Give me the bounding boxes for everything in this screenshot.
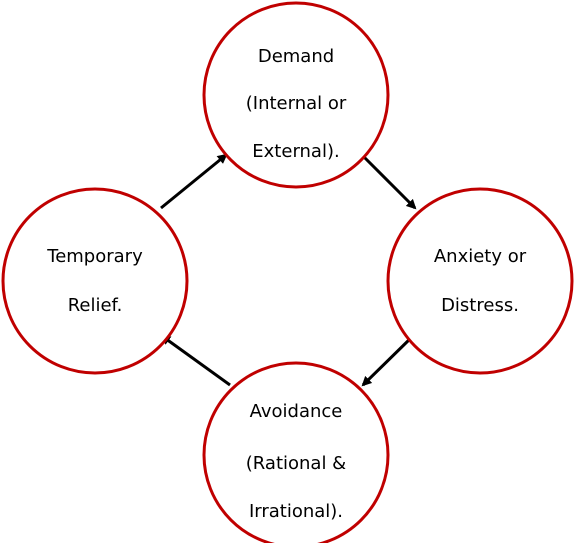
node-demand-line-2: (Internal or bbox=[246, 93, 347, 114]
node-demand-line-3: External). bbox=[252, 141, 339, 162]
node-anxiety-circle bbox=[386, 187, 574, 375]
node-avoidance-circle bbox=[202, 361, 390, 543]
node-avoidance-line-1: Avoidance bbox=[250, 401, 343, 422]
node-relief-circle bbox=[1, 187, 189, 375]
arrows bbox=[160, 153, 417, 387]
node-demand: Demand (Internal or External). bbox=[202, 1, 390, 189]
arrow-avoidance-to-relief bbox=[160, 334, 231, 387]
node-avoidance: Avoidance (Rational & Irrational). bbox=[202, 361, 390, 543]
node-anxiety-line-1: Anxiety or bbox=[434, 246, 527, 267]
node-demand-circle bbox=[202, 1, 390, 189]
arrow-relief-to-demand bbox=[160, 153, 228, 210]
node-demand-line-1: Demand bbox=[258, 46, 334, 67]
node-relief-line-2: Relief. bbox=[68, 295, 123, 316]
node-avoidance-line-3: Irrational). bbox=[249, 501, 343, 522]
arrow-demand-to-anxiety bbox=[360, 153, 417, 210]
node-avoidance-line-2: (Rational & bbox=[246, 453, 346, 474]
arrow-anxiety-to-avoidance bbox=[361, 333, 416, 387]
node-relief-line-1: Temporary bbox=[46, 246, 143, 267]
node-anxiety-line-2: Distress. bbox=[441, 295, 519, 316]
node-relief: Temporary Relief. bbox=[1, 187, 189, 375]
node-anxiety: Anxiety or Distress. bbox=[386, 187, 574, 375]
